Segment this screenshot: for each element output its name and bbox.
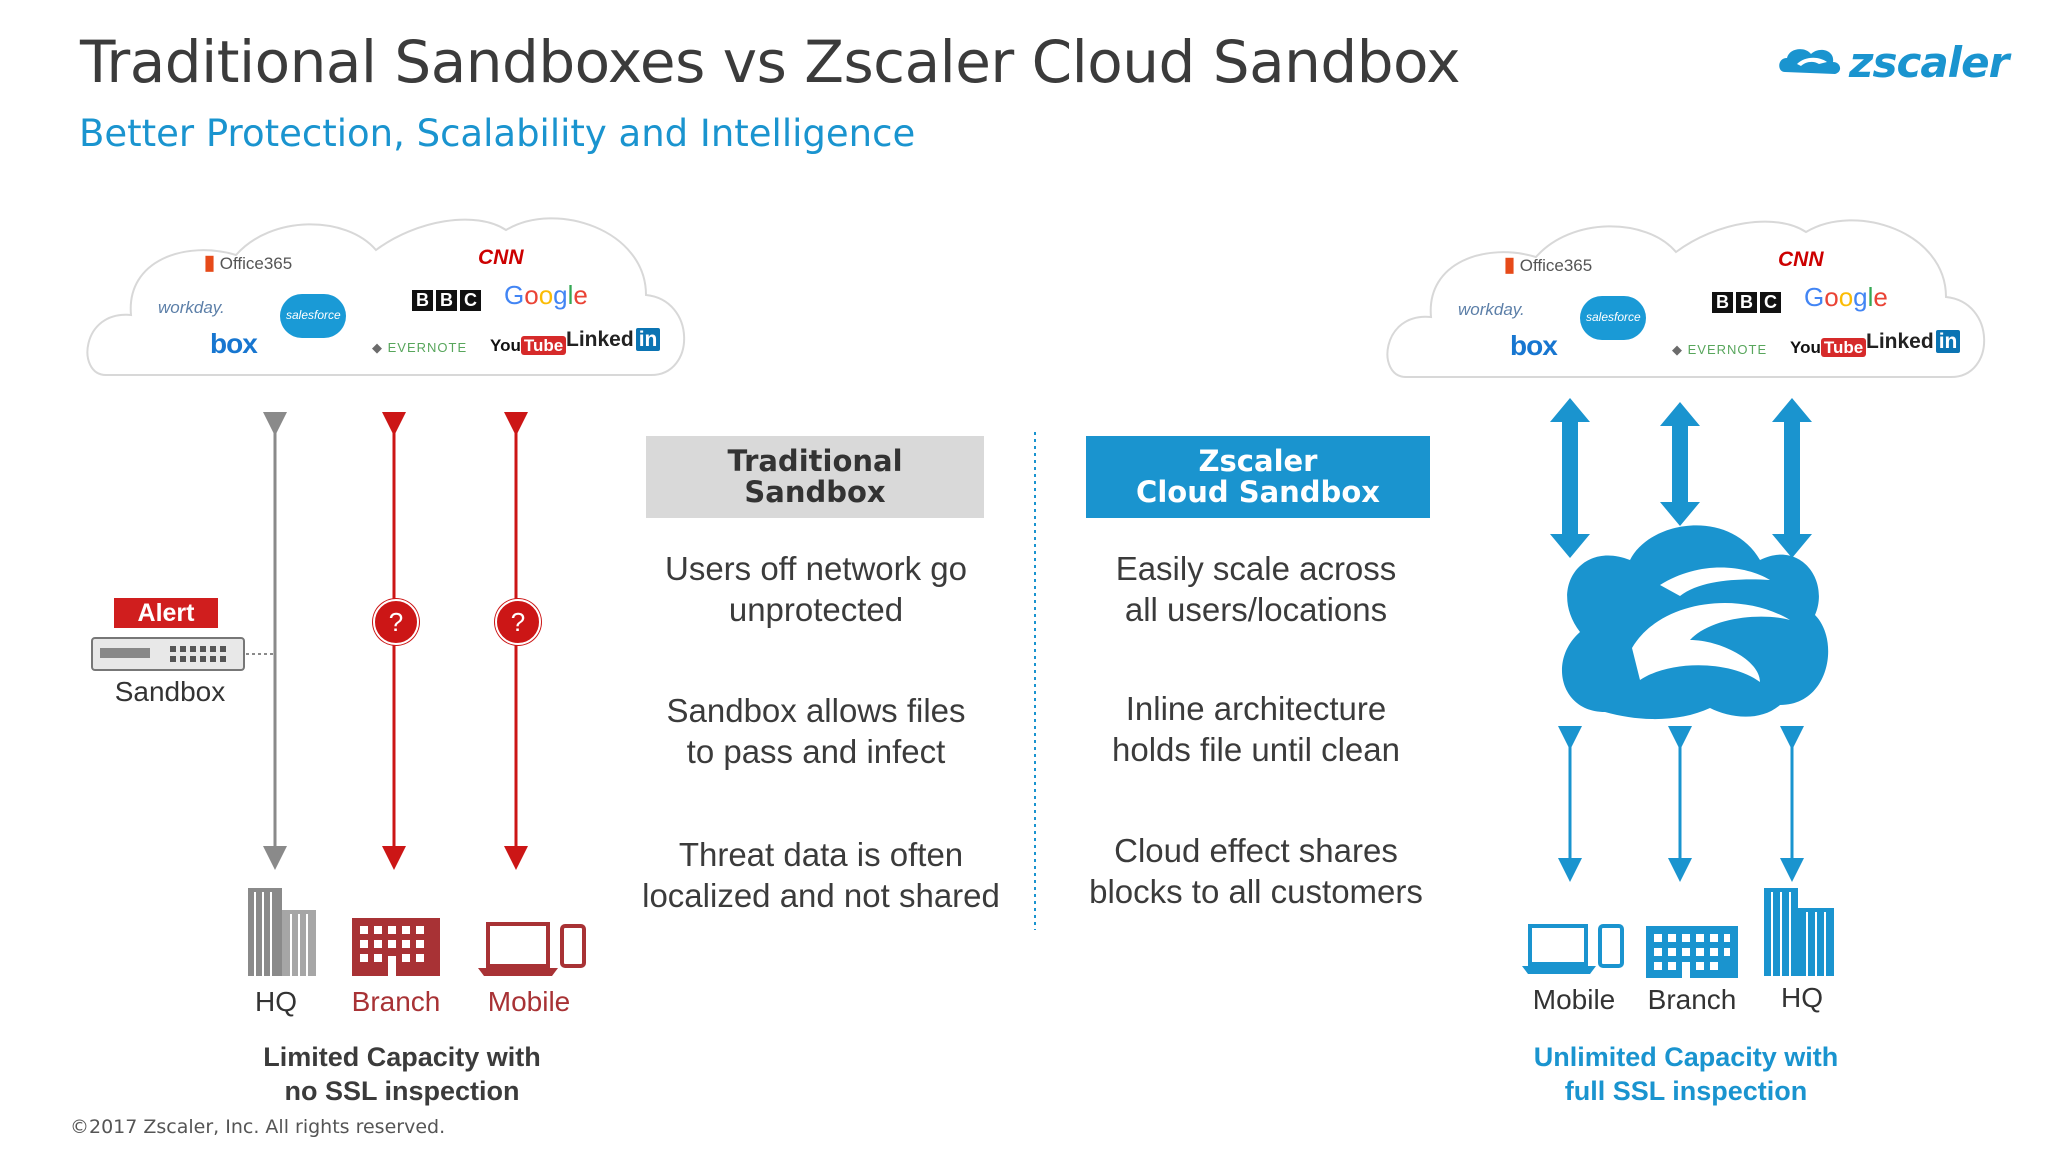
evernote-logo: ◆ EVERNOTE — [1672, 342, 1768, 357]
cnn-logo: CNN — [1778, 248, 1824, 271]
branch-building-icon-right — [1646, 926, 1738, 978]
right-caption: Unlimited Capacity with full SSL inspect… — [1476, 1040, 1896, 1108]
question-mark-icon-branch: ? — [373, 599, 419, 645]
left-cloud-app-logos: ▮ Office365 workday. salesforce box CNN … — [86, 200, 686, 380]
right-cloud-app-logos: ▮ Office365 workday. salesforce box CNN … — [1386, 202, 1986, 382]
zscaler-cloud-icon-large — [1561, 525, 1829, 720]
zscaler-heading-line2: Cloud Sandbox — [1136, 475, 1380, 509]
mobile-devices-icon — [478, 922, 586, 976]
cnn-logo: CNN — [478, 246, 524, 269]
evernote-logo: ◆ EVERNOTE — [372, 340, 468, 355]
slide-title: Traditional Sandboxes vs Zscaler Cloud S… — [80, 28, 1461, 96]
salesforce-logo: salesforce — [280, 294, 346, 338]
left-caption-line2: no SSL inspection — [284, 1076, 520, 1106]
zscaler-logo: zscaler — [1775, 38, 2009, 88]
office365-logo: ▮ Office365 — [1504, 254, 1593, 276]
slide-subtitle: Better Protection, Scalability and Intel… — [79, 112, 916, 155]
office365-logo: ▮ Office365 — [204, 252, 293, 274]
alert-badge: Alert — [114, 598, 218, 628]
workday-logo: workday. — [1458, 300, 1525, 319]
box-logo: box — [1510, 330, 1558, 361]
right-caption-line1: Unlimited Capacity with — [1533, 1042, 1839, 1072]
branch-label: Branch — [351, 986, 441, 1017]
zscaler-logo-text: zscaler — [1849, 38, 2009, 87]
right-big-arrows — [1550, 398, 1812, 558]
right-caption-line2: full SSL inspection — [1564, 1076, 1808, 1106]
salesforce-logo: salesforce — [1580, 296, 1646, 340]
google-logo: Google — [1804, 282, 1888, 312]
copyright-footer: ©2017 Zscaler, Inc. All rights reserved. — [70, 1116, 446, 1138]
mobile-label: Mobile — [487, 986, 571, 1017]
mobile-label-right: Mobile — [1532, 984, 1616, 1015]
traditional-heading-line2: Sandbox — [744, 475, 886, 509]
sandbox-appliance-icon — [91, 637, 245, 671]
google-logo: Google — [504, 280, 588, 310]
mobile-devices-icon-right — [1522, 924, 1624, 974]
zscaler-heading-line1: Zscaler — [1198, 444, 1318, 478]
workday-logo: workday. — [158, 298, 225, 317]
question-mark-icon-mobile: ? — [495, 599, 541, 645]
hq-building-icon — [248, 888, 316, 976]
hq-label: HQ — [255, 986, 297, 1017]
branch-building-icon — [352, 918, 440, 976]
sandbox-label: Sandbox — [114, 676, 226, 707]
left-caption-line1: Limited Capacity with — [263, 1042, 541, 1072]
left-caption: Limited Capacity with no SSL inspection — [222, 1040, 582, 1108]
branch-label-right: Branch — [1647, 984, 1737, 1015]
left-cloud-shape — [86, 217, 686, 376]
hq-label-right: HQ — [1781, 982, 1823, 1013]
right-cloud-shape — [1386, 219, 1986, 378]
traditional-heading-line1: Traditional — [727, 444, 903, 478]
zscaler-cloud-icon — [1779, 49, 1841, 74]
hq-building-icon-right — [1764, 888, 1834, 976]
box-logo: box — [210, 328, 258, 359]
